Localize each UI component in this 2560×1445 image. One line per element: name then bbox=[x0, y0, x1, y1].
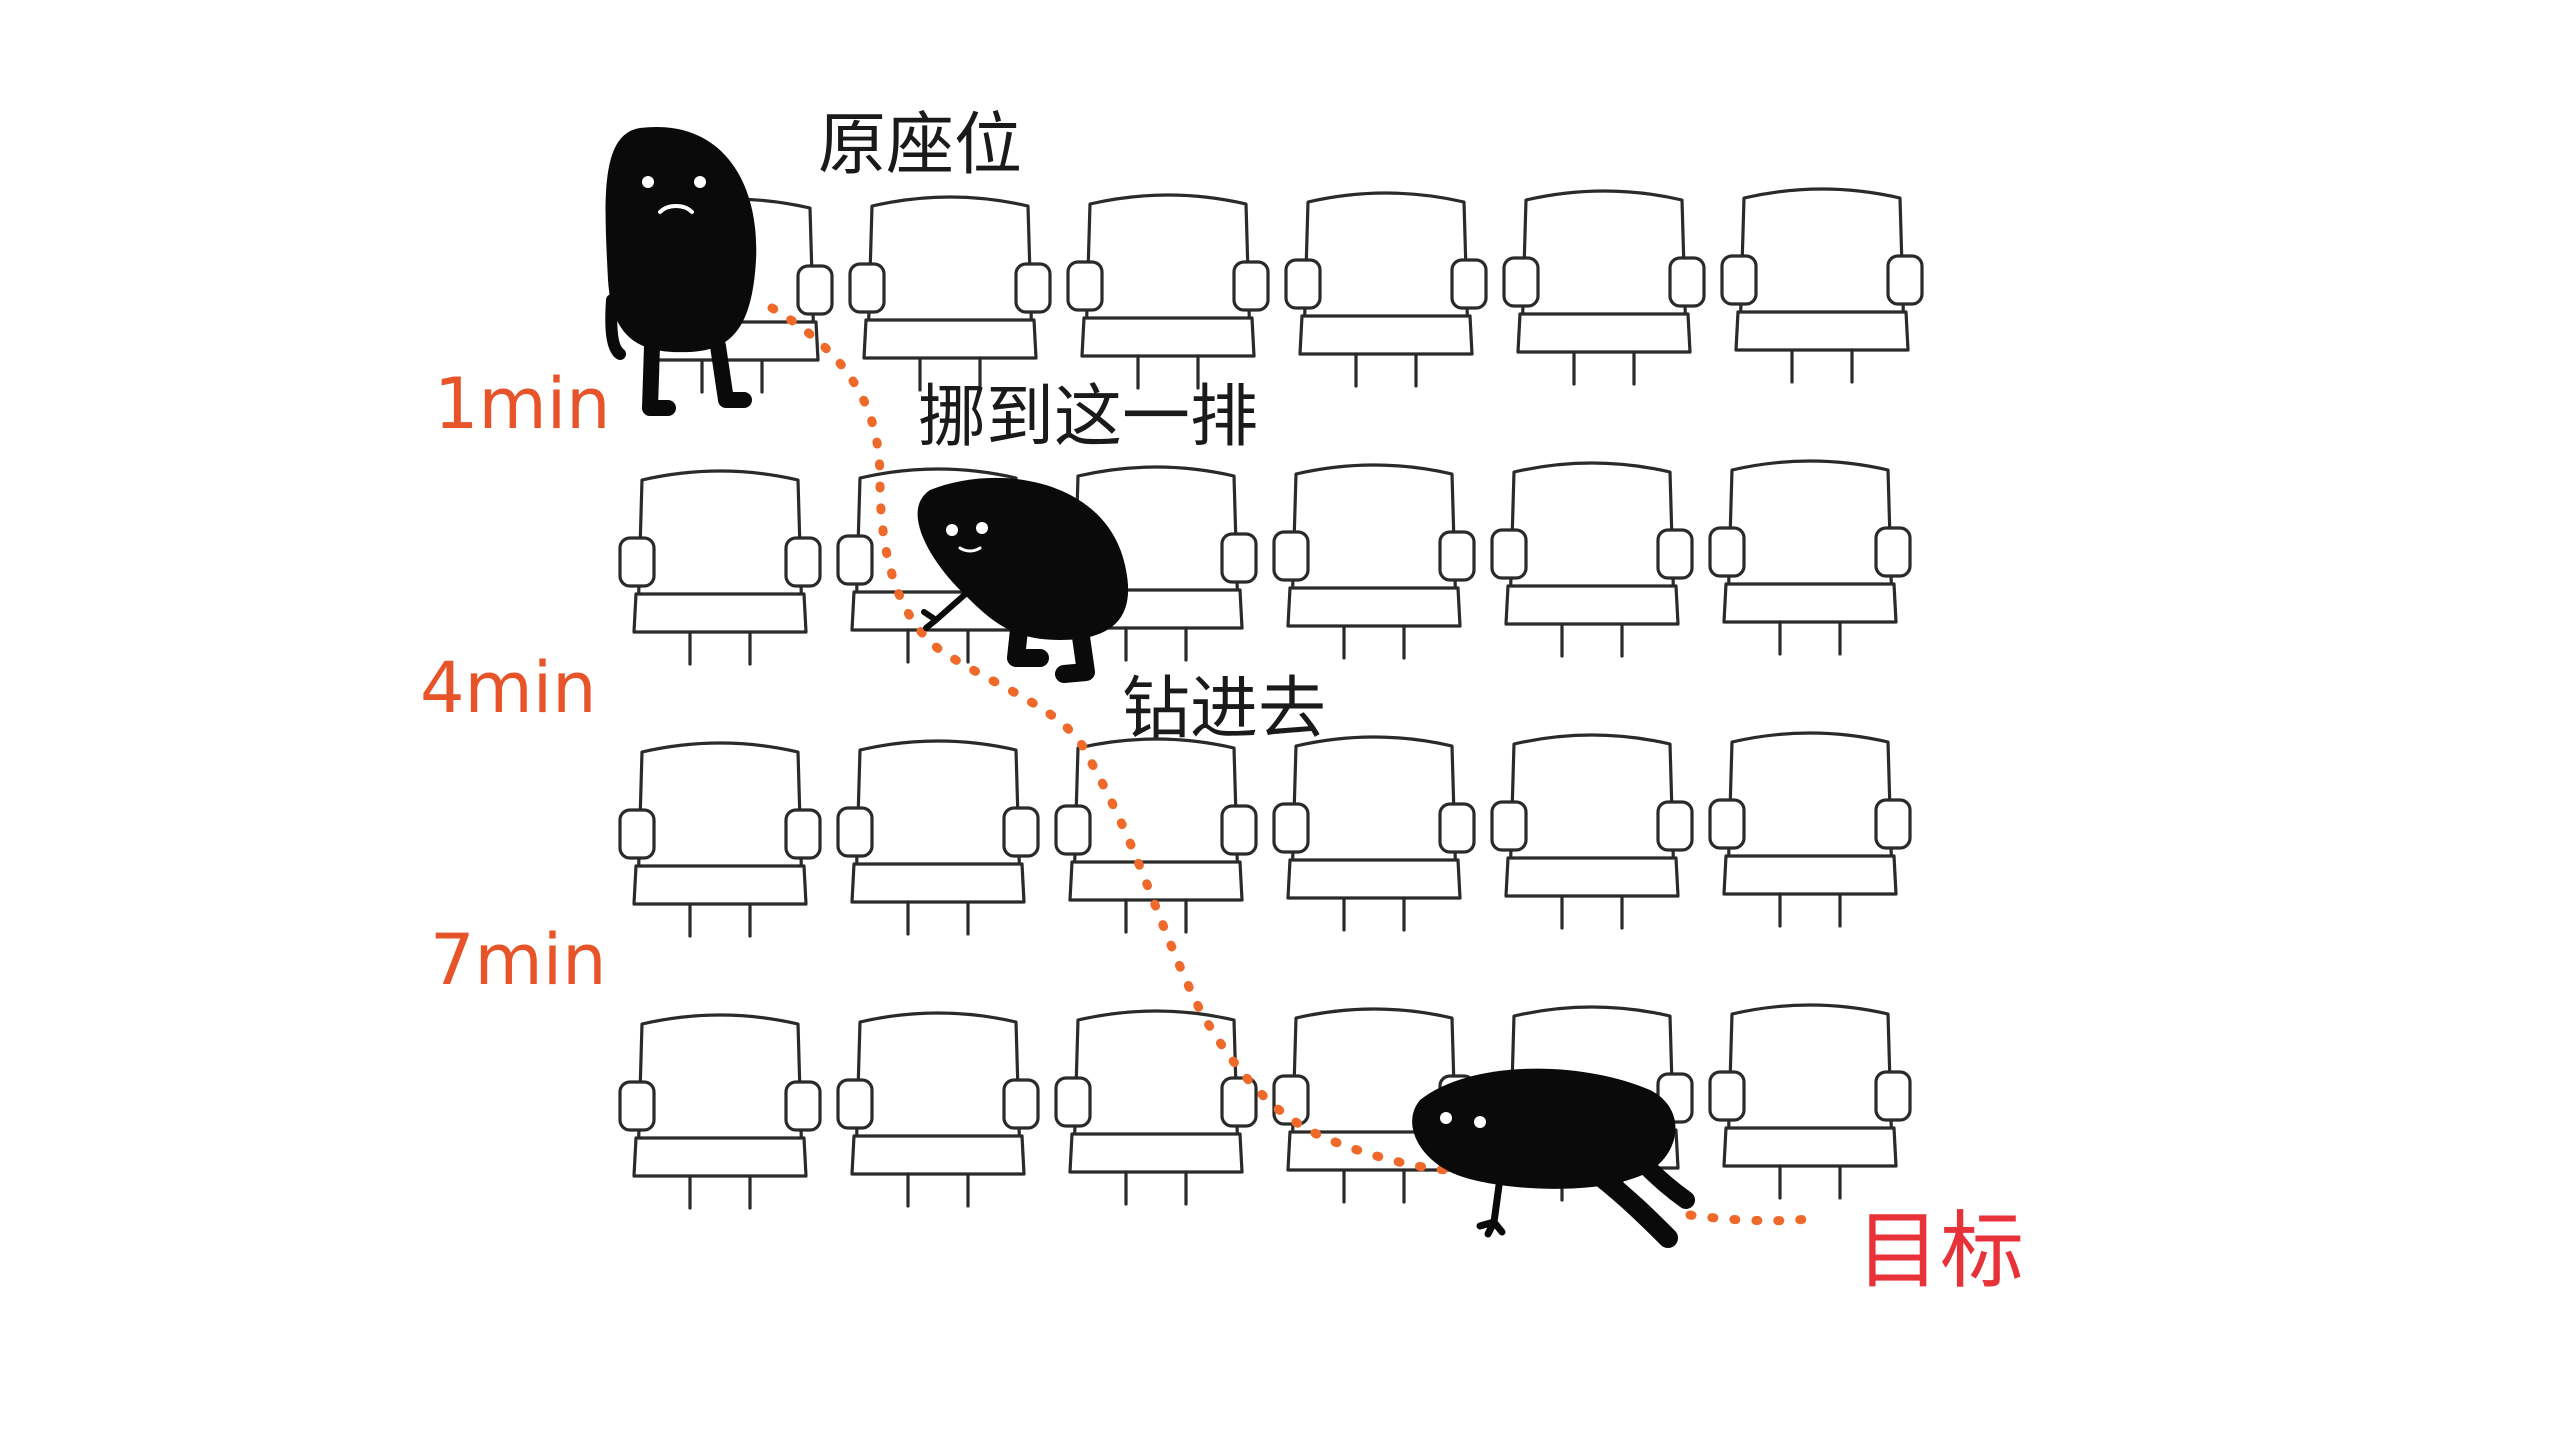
seat bbox=[618, 1013, 822, 1210]
eye-icon bbox=[694, 176, 706, 188]
dotted-route-path bbox=[767, 303, 1455, 1175]
eye-icon bbox=[946, 524, 958, 536]
dotted-route-tail bbox=[1685, 1210, 1820, 1226]
seat bbox=[1054, 737, 1258, 934]
eye-icon bbox=[976, 522, 988, 534]
seat bbox=[1054, 465, 1258, 662]
seat bbox=[1708, 459, 1912, 656]
target-label: 目标 bbox=[1856, 1202, 2024, 1300]
eye-icon bbox=[1440, 1112, 1452, 1124]
move-to-row-label: 挪到这一排 bbox=[918, 378, 1258, 457]
seat bbox=[836, 1011, 1040, 1208]
time-label-2: 4min bbox=[420, 647, 597, 729]
blob-figure-standing bbox=[605, 126, 757, 416]
seat bbox=[618, 741, 822, 938]
seat bbox=[1066, 193, 1270, 390]
seat bbox=[848, 195, 1052, 392]
seat bbox=[1490, 733, 1694, 930]
time-label-1: 1min bbox=[434, 363, 611, 445]
seat bbox=[1272, 735, 1476, 932]
seat bbox=[618, 469, 822, 666]
crawl-in-label: 钻进去 bbox=[1122, 670, 1326, 749]
time-label-3: 7min bbox=[430, 919, 607, 1001]
seat bbox=[1272, 463, 1476, 660]
blob-figure-crawling bbox=[1412, 1068, 1695, 1248]
original-seat-label: 原座位 bbox=[818, 106, 1022, 185]
eye-icon bbox=[1474, 1116, 1486, 1128]
seat bbox=[836, 739, 1040, 936]
seat bbox=[1708, 731, 1912, 928]
seat bbox=[1708, 1003, 1912, 1200]
seat bbox=[1720, 187, 1924, 384]
eye-icon bbox=[642, 176, 654, 188]
seat bbox=[1284, 191, 1488, 388]
seat bbox=[1502, 189, 1706, 386]
seat bbox=[1490, 461, 1694, 658]
seat bbox=[1054, 1009, 1258, 1206]
blob-figure-crouching bbox=[917, 477, 1129, 683]
